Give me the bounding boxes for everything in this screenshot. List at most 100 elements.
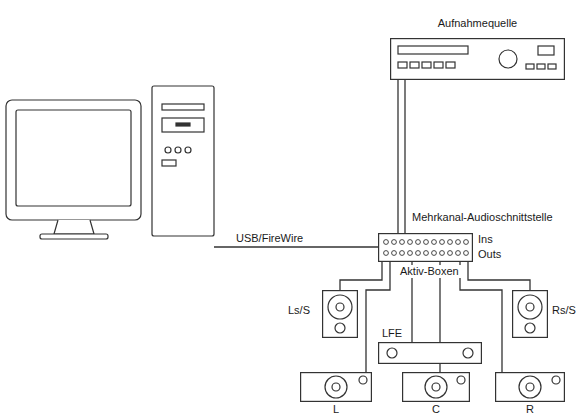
jack — [416, 240, 421, 245]
port-label: Outs — [478, 248, 501, 261]
monitor — [6, 100, 141, 220]
display — [398, 46, 468, 54]
jack — [448, 251, 453, 256]
speaker-label: R — [526, 403, 534, 416]
front-speaker: L — [300, 372, 372, 402]
audio-cable — [397, 80, 398, 233]
housing — [391, 39, 565, 80]
tweeter — [552, 376, 560, 384]
tall-shape — [322, 290, 358, 338]
woofer-cap — [336, 303, 344, 311]
interface-shape — [378, 233, 473, 262]
jack — [432, 251, 437, 256]
woofer — [325, 376, 347, 398]
device-heading: Aufnahmequelle — [438, 17, 518, 30]
jack — [400, 240, 405, 245]
jack — [464, 251, 469, 256]
knob — [499, 50, 517, 68]
port — [463, 348, 473, 358]
button — [548, 64, 556, 69]
front-speaker: R — [495, 372, 565, 402]
jack — [408, 240, 413, 245]
button — [537, 64, 545, 69]
jack — [392, 240, 397, 245]
woofer-cap — [332, 383, 340, 391]
housing — [403, 373, 470, 402]
woofer — [518, 295, 542, 319]
port — [387, 348, 397, 358]
cable-label: USB/FireWire — [236, 232, 303, 245]
tweeter — [525, 323, 535, 333]
button — [422, 62, 431, 68]
front-speaker: C — [402, 372, 470, 402]
front-shape — [300, 372, 372, 402]
port-label: Ins — [478, 233, 493, 246]
button — [446, 62, 455, 68]
drive-bay — [162, 118, 204, 132]
bar-shape — [378, 342, 482, 364]
speaker-label: Rs/S — [552, 304, 576, 317]
housing — [513, 291, 548, 338]
jack — [456, 251, 461, 256]
button — [538, 46, 554, 55]
woofer-cap — [526, 383, 534, 391]
jack — [432, 240, 437, 245]
tweeter — [335, 323, 345, 333]
front-shape — [402, 372, 470, 402]
front-shape — [495, 372, 565, 402]
drive-slot — [162, 104, 204, 110]
button — [434, 62, 443, 68]
housing — [496, 373, 565, 402]
jack — [400, 251, 405, 256]
surround-speaker: Ls/S — [322, 290, 358, 338]
monitor-foot — [40, 234, 108, 239]
woofer-cap — [432, 383, 440, 391]
housing — [379, 343, 482, 364]
housing — [323, 291, 358, 338]
audio-cable — [340, 262, 382, 290]
group-label: Aktiv-Boxen — [398, 265, 461, 278]
woofer — [425, 376, 447, 398]
jack — [456, 240, 461, 245]
subwoofer: LFE — [378, 342, 482, 364]
drive-button — [176, 123, 190, 126]
woofer-cap — [526, 303, 534, 311]
woofer — [519, 376, 541, 398]
tall-shape — [512, 290, 548, 338]
jack — [424, 251, 429, 256]
jack — [424, 240, 429, 245]
speaker-label: L — [333, 403, 339, 416]
button — [526, 64, 534, 69]
computer-tower — [152, 86, 214, 236]
audio-cable — [468, 262, 530, 290]
button — [398, 62, 407, 68]
jack — [448, 240, 453, 245]
speaker-label: LFE — [382, 327, 402, 340]
recording-source: Aufnahmequelle — [390, 38, 565, 80]
surround-speaker: Rs/S — [512, 290, 548, 338]
jack — [408, 251, 413, 256]
jack — [440, 251, 445, 256]
woofer — [328, 295, 352, 319]
housing — [379, 234, 473, 262]
tower-button — [165, 147, 171, 153]
tower-button — [175, 147, 181, 153]
housing — [301, 373, 372, 402]
usb-cable — [214, 246, 378, 248]
tweeter — [359, 376, 367, 384]
button — [410, 62, 419, 68]
monitor-stand — [54, 220, 94, 234]
speaker-label: C — [432, 403, 440, 416]
device-shape — [390, 38, 565, 80]
jack — [392, 251, 397, 256]
audio-cable — [404, 80, 405, 233]
jack — [416, 251, 421, 256]
tower-port — [162, 160, 176, 166]
tower-button — [185, 147, 191, 153]
audio-interface: Mehrkanal-Audioschnittstelle — [378, 233, 473, 262]
jack — [384, 240, 389, 245]
jack — [384, 251, 389, 256]
speaker-label: Ls/S — [288, 304, 310, 317]
device-heading: Mehrkanal-Audioschnittstelle — [412, 211, 553, 224]
